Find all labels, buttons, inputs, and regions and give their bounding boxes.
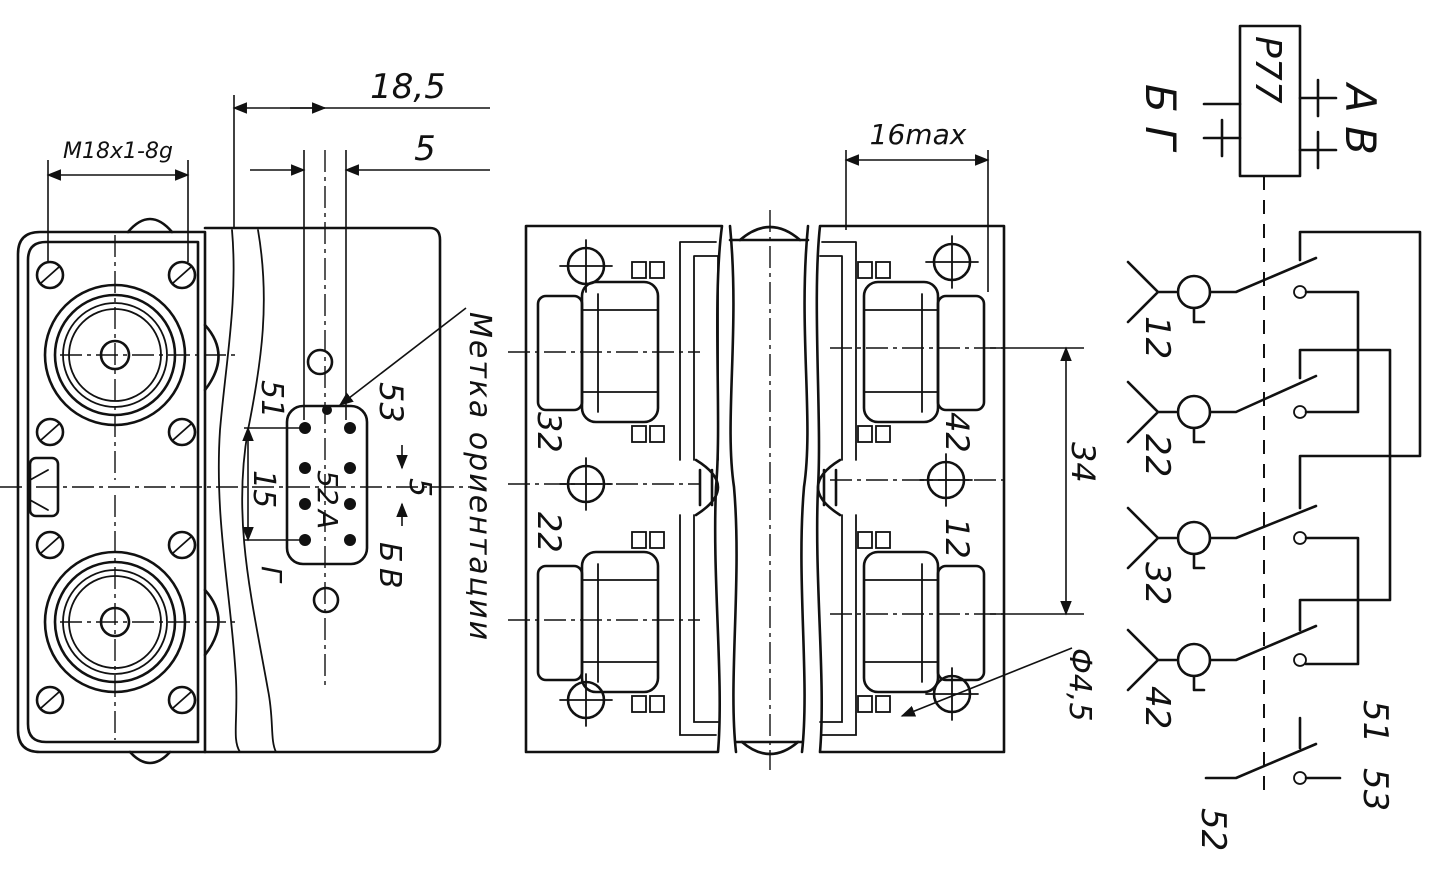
- left-body-panel: [203, 226, 442, 754]
- break-line-1: [217, 229, 241, 753]
- contact-group-4: [1126, 624, 1318, 692]
- aux-label-51: 51: [1355, 700, 1395, 743]
- schematic: Р77 А В Б Г: [1126, 24, 1422, 851]
- pin-A-label: A: [311, 508, 344, 529]
- dim-16max-label: 16max: [870, 118, 967, 151]
- contact-group-3: [1126, 504, 1360, 666]
- lug-bottom: [128, 750, 172, 765]
- contact-group-2: [1126, 348, 1392, 632]
- dim-5-top-label: 5: [414, 129, 436, 169]
- dim-34-label: 34: [1064, 442, 1102, 483]
- dim-5-side-label: 5: [402, 478, 437, 497]
- middle-right-plate: [815, 224, 1006, 754]
- pin-V-label: В: [372, 568, 407, 589]
- thread-dim-label: M18x1-8g: [63, 139, 173, 164]
- aux-contact: [1204, 716, 1342, 785]
- terminals-left-label: Б Г: [1136, 84, 1185, 153]
- left-view: M18x1-8g 18,5 5 15 5 51: [0, 67, 497, 765]
- mid-label-42: 42: [938, 412, 976, 453]
- contact-label-42: 42: [1137, 686, 1177, 729]
- relay-box: [1238, 24, 1302, 178]
- aux-label-52: 52: [1193, 808, 1233, 851]
- left-housing-outline: [16, 230, 207, 754]
- mid-mounting-holes: [559, 235, 979, 727]
- left-housing-inner: [26, 240, 200, 744]
- contact-label-22: 22: [1137, 434, 1177, 477]
- dim-15-label: 15: [246, 470, 281, 508]
- center-slot-mark: [29, 469, 49, 511]
- pin-53-label: 53: [372, 382, 410, 423]
- pin-51-label: 51: [254, 380, 289, 418]
- pins: [299, 405, 356, 546]
- orientation-mark-label: Метка ориентации: [462, 312, 497, 642]
- middle-left-plate: [524, 224, 724, 754]
- mid-label-12: 12: [938, 518, 976, 559]
- dim-18-5-label: 18,5: [370, 67, 446, 107]
- contact-label-32: 32: [1137, 562, 1177, 605]
- bottom-pin-hole: [312, 586, 340, 614]
- bump-upper: [203, 323, 220, 392]
- middle-view: 16max 34 Ф4,5 32 22 42 12: [508, 118, 1102, 770]
- lug-top: [126, 217, 174, 234]
- mid-right-lower-connector: [857, 531, 986, 713]
- aux-label-53: 53: [1355, 768, 1395, 811]
- mid-label-32: 32: [530, 412, 568, 453]
- pin-B-label: Б: [372, 542, 407, 563]
- relay-label: Р77: [1247, 36, 1288, 104]
- contact-label-12: 12: [1137, 316, 1177, 359]
- terminals-right-label: А В: [1336, 81, 1385, 155]
- bump-lower: [203, 588, 220, 657]
- mid-label-22: 22: [530, 512, 568, 553]
- screws: [35, 260, 197, 715]
- pin-52-label: 52: [311, 470, 344, 506]
- dim-hole-label: Ф4,5: [1062, 648, 1097, 722]
- pin-G-label: Г: [255, 566, 288, 584]
- contact-group-1: [1126, 230, 1422, 510]
- middle-shaft-left: [728, 224, 738, 754]
- top-pin-hole: [306, 348, 334, 376]
- middle-shaft-right: [800, 224, 810, 754]
- mid-left-lower-connector: [536, 531, 665, 713]
- mid-right-upper-connector: [857, 261, 986, 443]
